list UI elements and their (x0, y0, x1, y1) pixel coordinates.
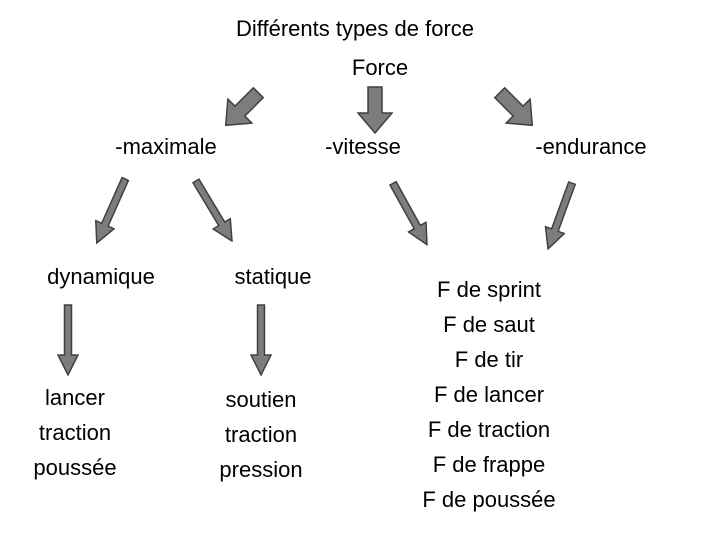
node-vitesse: -vitesse (325, 134, 401, 159)
node-maximale: -maximale (115, 134, 217, 159)
arrow-vitesse-to-list-icon (388, 180, 428, 247)
node-force: Force (351, 55, 409, 80)
list-item: poussée (33, 455, 117, 480)
slide-title: Différents types de force (235, 16, 475, 41)
arrow-maximale-to-dynamique-icon (94, 176, 130, 245)
list-item: lancer (45, 385, 105, 410)
list-item: F de frappe (432, 452, 546, 477)
node-dynamique: dynamique (47, 264, 155, 289)
arrow-force-to-endurance-icon (493, 86, 534, 127)
node-endurance: -endurance (535, 134, 647, 159)
list-item: traction (38, 420, 112, 445)
arrow-endurance-to-list-icon (544, 180, 577, 251)
list-item: F de saut (443, 312, 535, 337)
node-statique: statique (234, 264, 312, 289)
list-item: soutien (225, 387, 297, 412)
list-item: F de tir (454, 347, 524, 372)
list-item: F de sprint (437, 277, 541, 302)
arrow-dynamique-to-list-icon (57, 304, 79, 376)
arrow-statique-to-list-icon (250, 304, 272, 376)
list-item: pression (219, 457, 303, 482)
vitesse-endurance-list: F de sprint F de saut F de tir F de lanc… (422, 272, 555, 517)
arrow-maximale-to-statique-icon (191, 178, 233, 243)
list-item: F de lancer (433, 382, 545, 407)
list-item: F de poussée (422, 487, 556, 512)
statique-list: soutien traction pression (219, 382, 302, 487)
arrow-force-to-maximale-icon (224, 86, 265, 127)
list-item: traction (224, 422, 298, 447)
arrow-force-to-vitesse-icon (357, 86, 393, 134)
dynamique-list: lancer traction poussée (33, 380, 116, 485)
list-item: F de traction (427, 417, 551, 442)
